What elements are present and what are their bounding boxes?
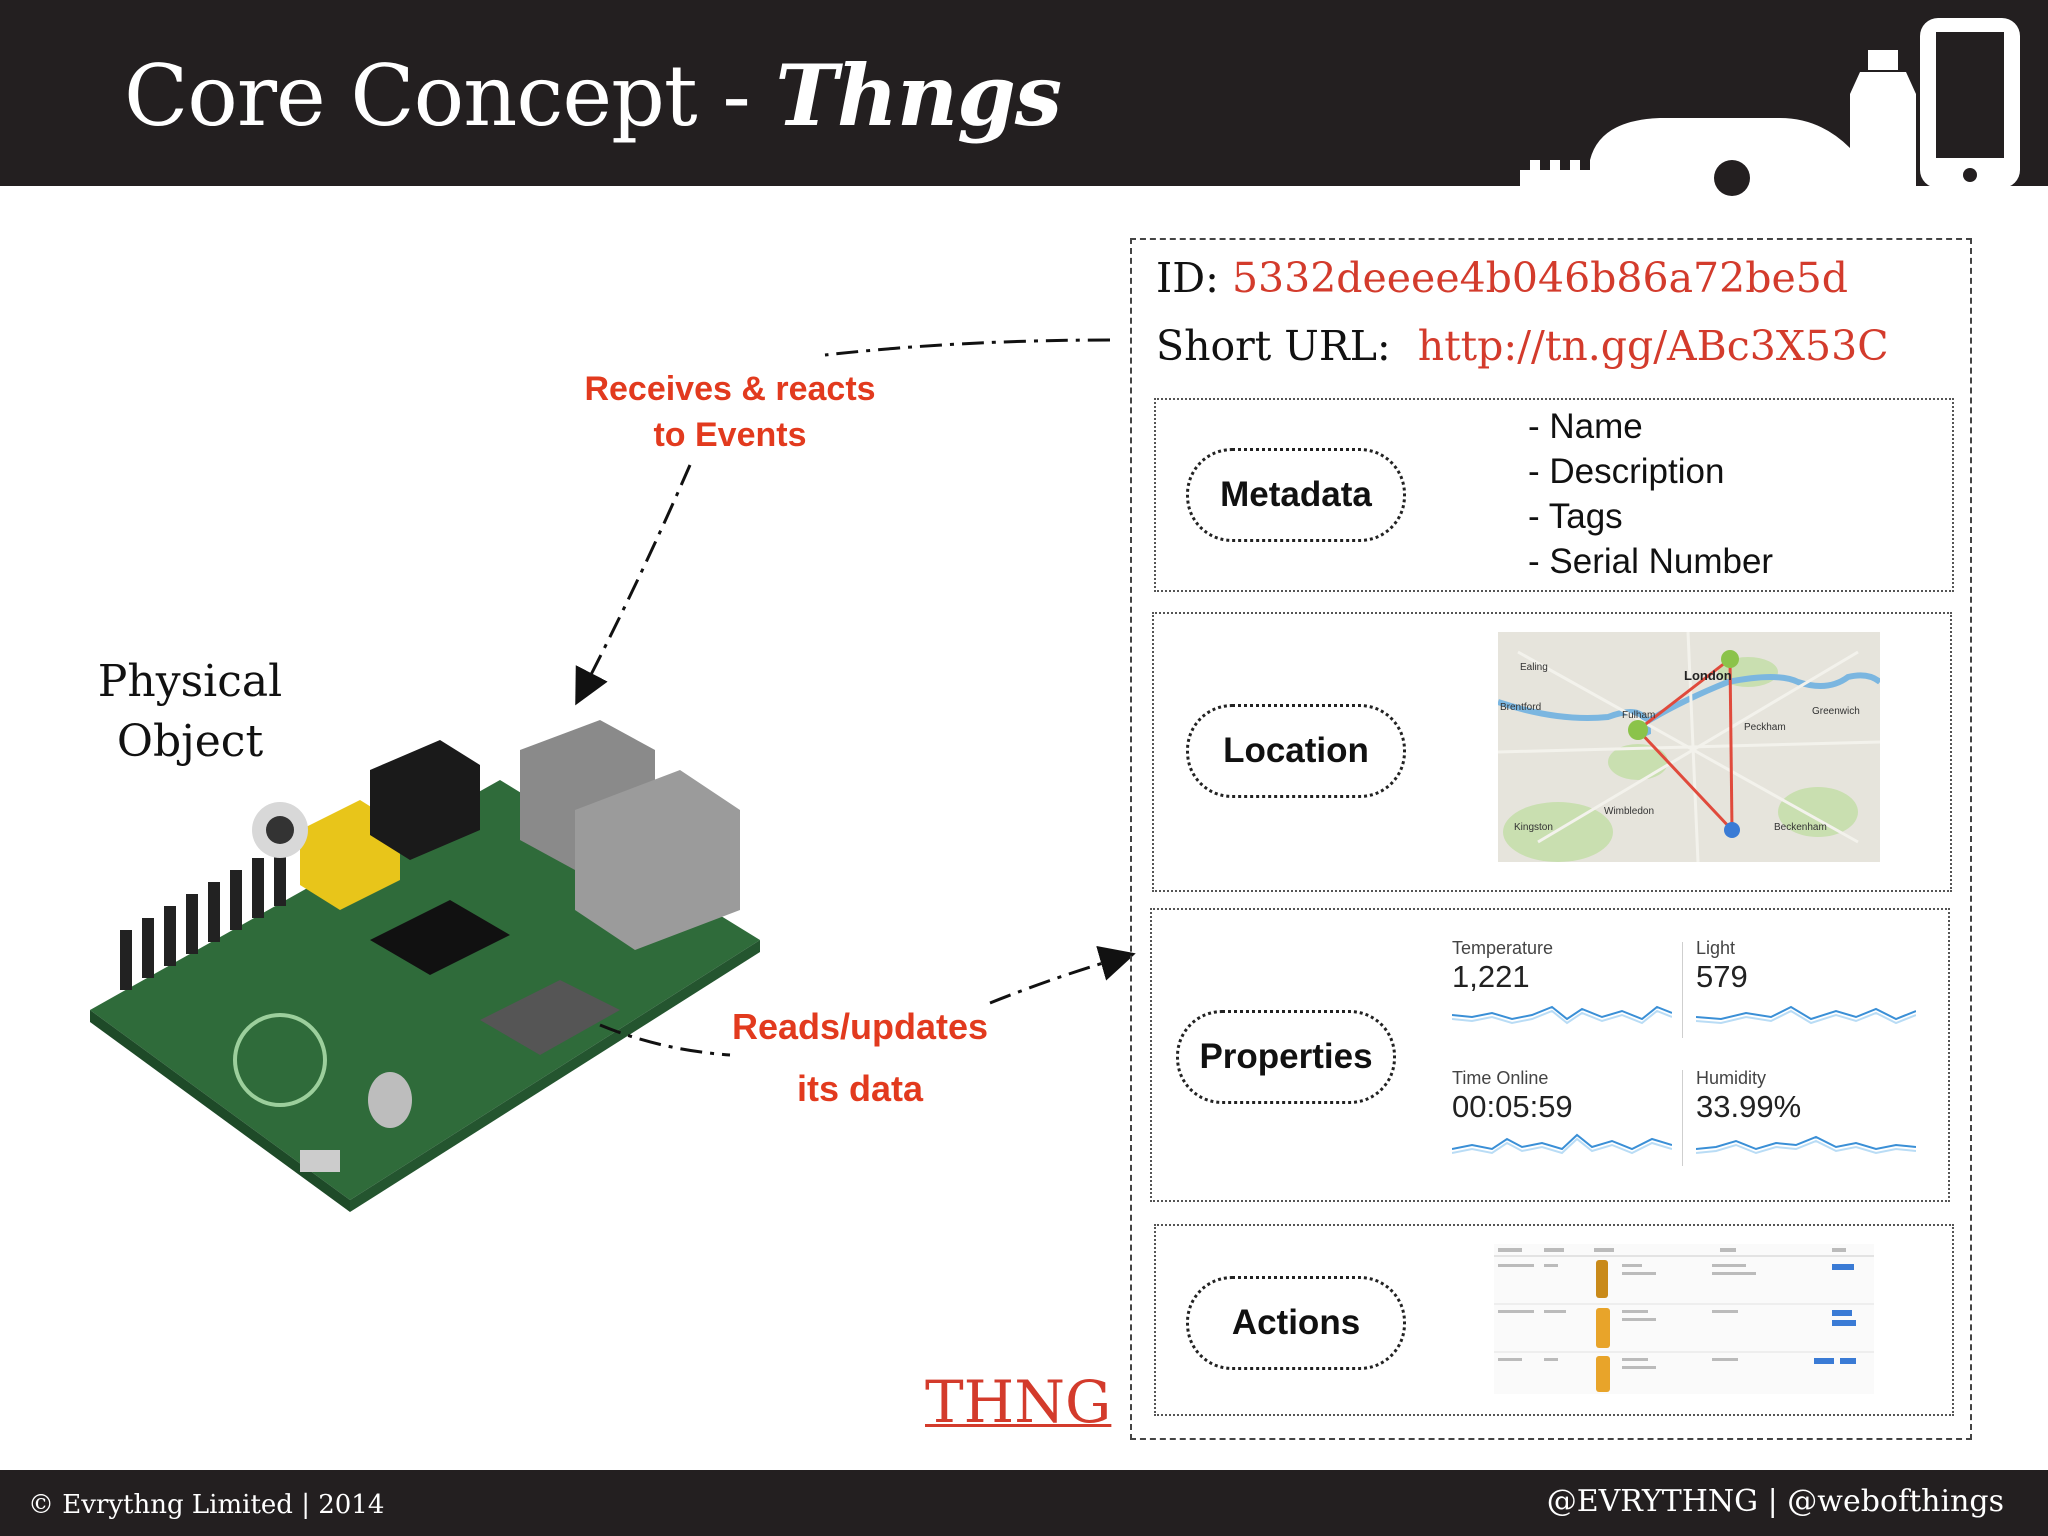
map-label-beckenham: Beckenham xyxy=(1774,822,1827,833)
devices-silhouette-icon xyxy=(1520,18,2020,196)
data-label-line2: its data xyxy=(796,1068,924,1109)
events-label: Receives & reacts to Events xyxy=(560,366,900,458)
properties-divider-top xyxy=(1682,942,1683,1038)
physical-object-line2: Object xyxy=(116,716,264,767)
title-emphasis: Thngs xyxy=(775,46,1062,145)
events-arrow-top xyxy=(824,338,1111,357)
map-label-fulham: Fulham xyxy=(1622,710,1656,721)
stat-humidity-sparkline xyxy=(1695,1135,1917,1155)
title-prefix: Core Concept - xyxy=(124,47,776,145)
stat-time-online-sparkline xyxy=(1451,1133,1673,1155)
stat-light-sparkline xyxy=(1695,1005,1917,1025)
actions-table-thumbnail xyxy=(1494,1244,1874,1394)
physical-object-label: Physical Object xyxy=(70,652,310,772)
metadata-section xyxy=(1154,398,1954,592)
thng-short-url-row: Short URL: http://tn.gg/ABc3X53C xyxy=(1156,322,1889,370)
location-section xyxy=(1152,612,1952,892)
stat-time-online-label: Time Online xyxy=(1452,1068,1549,1088)
map-label-wimbledon: Wimbledon xyxy=(1604,806,1655,817)
location-pill: Location xyxy=(1186,704,1406,798)
footer-copyright: © Evrythng Limited | 2014 xyxy=(28,1490,385,1520)
stat-light-value: 579 xyxy=(1696,959,1748,994)
data-label-line1: Reads/updates xyxy=(731,1006,989,1047)
thng-short-url-label: Short URL: xyxy=(1156,322,1391,370)
stat-humidity: Humidity 33.99% xyxy=(1695,1068,1917,1164)
footer-handles: @EVRYTHNG | @webofthings xyxy=(1546,1484,2004,1519)
metadata-items: - Name - Description - Tags - Serial Num… xyxy=(1528,404,1773,584)
properties-section xyxy=(1150,908,1950,1202)
data-arrow-left xyxy=(599,1023,731,1057)
stat-temperature: Temperature 1,221 xyxy=(1451,938,1673,1034)
properties-divider-bottom xyxy=(1682,1070,1683,1166)
metadata-item-description: - Description xyxy=(1528,452,1725,491)
stat-light-label: Light xyxy=(1696,938,1736,958)
map-label-peckham: Peckham xyxy=(1744,722,1786,733)
thng-id-value: 5332deeee4b046b86a72be5d xyxy=(1231,254,1849,302)
thng-id-label: ID: xyxy=(1156,254,1219,302)
thng-label: THNG xyxy=(925,1368,1112,1436)
raspberry-pi-board-image xyxy=(90,720,760,1212)
thng-card xyxy=(1130,238,1972,1440)
data-label: Reads/updates its data xyxy=(700,996,1020,1120)
stat-time-online: Time Online 00:05:59 xyxy=(1451,1068,1673,1164)
actions-section xyxy=(1154,1224,1954,1416)
physical-object-line1: Physical xyxy=(97,656,283,707)
events-label-line2: to Events xyxy=(653,416,807,454)
stat-temperature-label: Temperature xyxy=(1452,938,1554,958)
actions-pill: Actions xyxy=(1186,1276,1406,1370)
stat-time-online-value: 00:05:59 xyxy=(1452,1089,1573,1124)
properties-pill: Properties xyxy=(1176,1010,1396,1104)
map-thumbnail: Ealing London Brentford Fulham Peckham G… xyxy=(1498,632,1880,862)
events-arrow-down xyxy=(575,464,692,706)
thng-short-url-value[interactable]: http://tn.gg/ABc3X53C xyxy=(1417,322,1889,370)
metadata-item-serial: - Serial Number xyxy=(1528,542,1774,581)
slide-footer xyxy=(0,1470,2048,1536)
stat-humidity-value: 33.99% xyxy=(1696,1089,1802,1124)
slide-title: Core Concept - Thngs xyxy=(124,46,1062,145)
map-label-greenwich: Greenwich xyxy=(1812,706,1860,717)
map-label-kingston: Kingston xyxy=(1514,822,1553,833)
map-graphic xyxy=(1498,632,1880,862)
metadata-item-name: - Name xyxy=(1528,407,1643,446)
map-label-ealing: Ealing xyxy=(1520,662,1548,673)
metadata-item-tags: - Tags xyxy=(1528,497,1623,536)
stat-temperature-value: 1,221 xyxy=(1452,959,1530,994)
thng-id-row: ID: 5332deeee4b046b86a72be5d xyxy=(1156,254,1848,302)
map-label-brentford: Brentford xyxy=(1500,702,1542,713)
stat-humidity-label: Humidity xyxy=(1696,1068,1767,1088)
metadata-pill: Metadata xyxy=(1186,448,1406,542)
data-arrow-right xyxy=(989,945,1136,1005)
stat-light: Light 579 xyxy=(1695,938,1917,1034)
actions-table-graphic xyxy=(1494,1248,1874,1392)
stat-temperature-sparkline xyxy=(1451,1005,1673,1025)
events-label-line1: Receives & reacts xyxy=(584,370,876,408)
map-label-london: London xyxy=(1684,668,1732,683)
